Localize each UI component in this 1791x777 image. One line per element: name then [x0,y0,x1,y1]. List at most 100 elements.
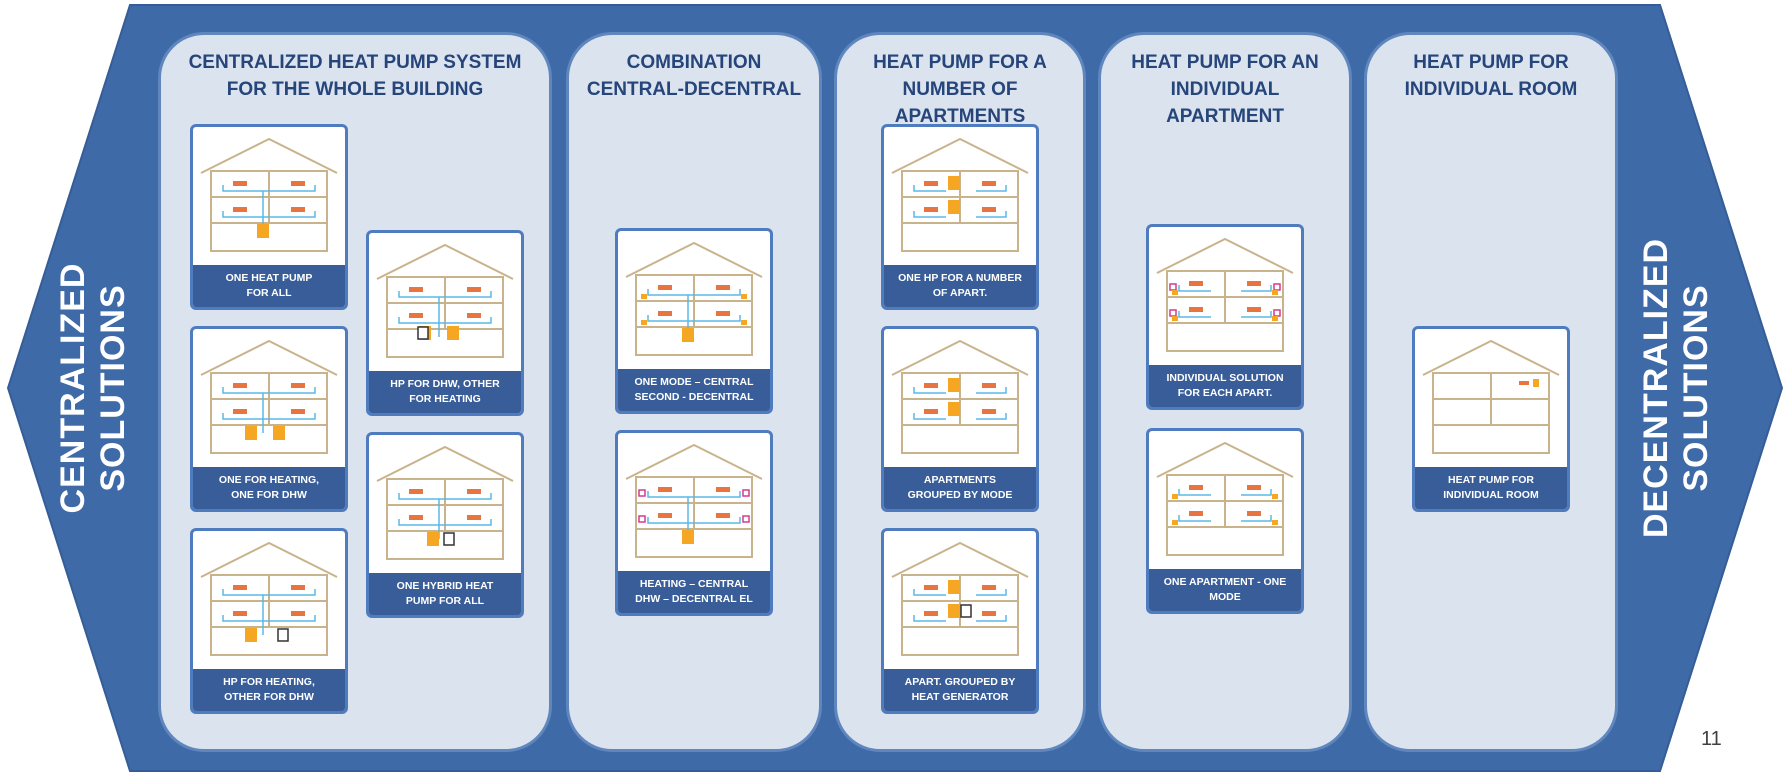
boiler-icon [417,326,429,340]
scheme-caption: APARTMENTS GROUPED BY MODE [884,467,1036,509]
radiator-icon [982,383,996,388]
scheme-caption: INDIVIDUAL SOLUTION FOR EACH APART. [1149,365,1301,407]
caption-line: ONE FOR DHW [231,489,307,501]
pipe [647,491,741,498]
electric-heater-icon [1273,283,1281,291]
house-roof [1156,441,1294,478]
radiator-icon [1247,511,1261,516]
decentralized-solutions-label: DECENTRALIZED SOLUTIONS [1636,238,1716,538]
pipe [976,413,1007,420]
heat-pump-icon [641,294,647,299]
scheme-card: ONE HP FOR A NUMBER OF APART. [881,124,1039,310]
column-title-line: NUMBER OF [902,79,1018,100]
scheme-caption: ONE MODE – CENTRAL SECOND - DECENTRAL [618,369,770,411]
pipe [913,211,946,218]
caption-line: HEAT PUMP FOR [1448,474,1534,486]
radiator-icon [233,383,247,388]
caption-line: HP FOR DHW, OTHER [390,378,500,390]
scheme-caption: ONE HYBRID HEAT PUMP FOR ALL [369,573,521,615]
radiator-icon [1247,307,1261,312]
caption-line: HP FOR HEATING, [223,676,315,688]
radiator-icon [1189,511,1203,516]
house-combination-icon [625,443,763,558]
scheme-caption: ONE HEAT PUMP FOR ALL [193,265,345,307]
pipe [976,589,1007,596]
scheme-card: INDIVIDUAL SOLUTION FOR EACH APART. [1146,224,1304,410]
caption-line: ONE HYBRID HEAT [396,580,494,592]
heat-pump-icon [447,326,459,340]
scheme-caption: HEAT PUMP FOR INDIVIDUAL ROOM [1415,467,1567,509]
house-central-icon [376,445,514,560]
pipe [398,493,492,500]
radiator-icon [233,207,247,212]
left-label-line: SOLUTIONS [94,284,132,492]
pipe [913,413,946,420]
radiator-icon [409,489,423,494]
electric-heater-icon [1169,309,1177,317]
pipe [1241,311,1272,318]
house-roof [891,541,1029,578]
caption-line: FOR ALL [246,287,292,299]
house-roof [200,541,338,578]
pipe [1178,311,1211,318]
house-roof [625,241,763,278]
radiator-icon [716,513,730,518]
radiator-icon [291,181,305,186]
house-roof [625,443,763,480]
radiator-icon [658,487,672,492]
heat-pump-icon [1172,520,1178,525]
pipe [222,387,316,394]
house-apartment-icon [1156,237,1294,352]
house-roof [376,445,514,482]
radiator-icon [291,383,305,388]
caption-line: HEATING – CENTRAL [639,578,749,590]
caption-line: ONE MODE – CENTRAL [634,376,754,388]
radiator-icon [1519,381,1529,385]
house-roof [376,243,514,280]
pipe [913,589,946,596]
caption-line: PUMP FOR ALL [405,595,485,607]
caption-line: OTHER FOR DHW [224,691,314,703]
heat-pump-icon [948,580,960,594]
column-title-line: HEAT PUMP FOR [1413,52,1569,73]
scheme-card: ONE FOR HEATING, ONE FOR DHW [190,326,348,512]
heat-pump-icon [948,604,960,618]
electric-heater-icon [1273,309,1281,317]
radiator-icon [233,585,247,590]
radiator-icon [291,207,305,212]
scheme-caption: ONE HP FOR A NUMBER OF APART. [884,265,1036,307]
radiator-icon [1189,281,1203,286]
heat-pump-icon [257,224,269,238]
scheme-caption: ONE FOR HEATING, ONE FOR DHW [193,467,345,509]
boiler-icon [443,532,455,546]
scheme-card: HEAT PUMP FOR INDIVIDUAL ROOM [1412,326,1570,512]
house-roof [200,339,338,376]
column-title-line: INDIVIDUAL [1170,79,1280,100]
column-title-line: CENTRALIZED HEAT PUMP SYSTEM [188,52,522,73]
heat-pump-icon [682,530,694,544]
radiator-icon [924,409,938,414]
right-label-line: SOLUTIONS [1677,284,1715,492]
page-number: 11 [1701,728,1722,750]
pipe [913,387,946,394]
centralized-solutions-label: CENTRALIZED SOLUTIONS [53,263,133,514]
pipe [398,519,492,526]
house-roof [1422,339,1560,376]
house-room-icon [1422,339,1560,454]
radiator-icon [233,611,247,616]
scheme-card: HP FOR DHW, OTHER FOR HEATING [366,230,524,416]
house-central-icon [200,339,338,454]
pipe [913,185,946,192]
radiator-icon [1247,485,1261,490]
pipe [222,589,316,596]
pipe [913,615,946,622]
radiator-icon [658,513,672,518]
heat-pump-icon [1172,316,1178,321]
radiator-icon [658,311,672,316]
heat-pump-icon [1533,379,1539,387]
radiator-icon [924,383,938,388]
column-title: HEAT PUMP FOR AN INDIVIDUAL APARTMENT [1101,49,1349,130]
heat-pump-icon [1172,494,1178,499]
column-title-line: CENTRAL-DECENTRAL [586,79,802,100]
radiator-icon [982,181,996,186]
